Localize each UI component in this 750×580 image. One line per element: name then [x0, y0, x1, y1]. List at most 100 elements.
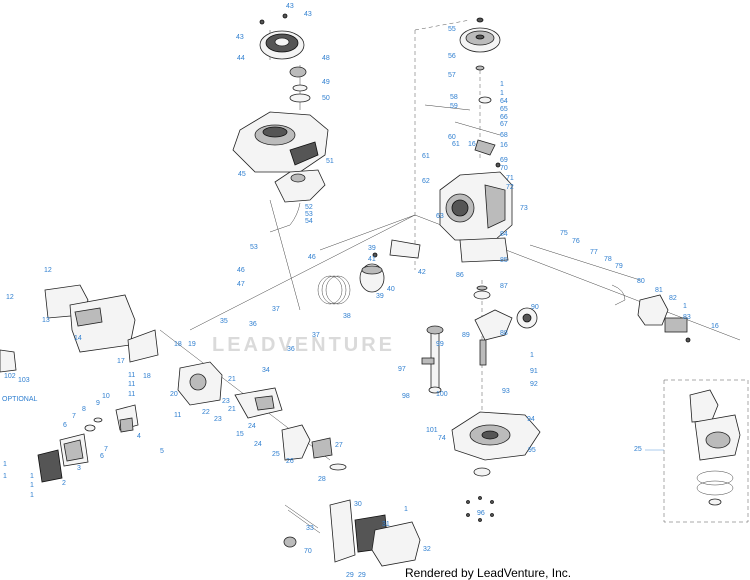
callout-29b: 29 — [358, 572, 366, 579]
callout-91: 91 — [530, 368, 538, 375]
callout-21b: 21 — [228, 406, 236, 413]
callout-25a: 25 — [272, 451, 280, 458]
throttle-control-rod — [529, 244, 691, 343]
callout-85: 85 — [500, 257, 508, 264]
callout-1h: 1 — [30, 482, 34, 489]
callout-72: 72 — [506, 184, 514, 191]
callout-100: 100 — [436, 391, 448, 398]
callout-1b: 1 — [500, 90, 504, 97]
callout-22: 22 — [202, 409, 210, 416]
callout-18a: 18 — [174, 341, 182, 348]
callout-50: 50 — [322, 95, 330, 102]
callout-49: 49 — [322, 79, 330, 86]
callout-43b: 43 — [304, 11, 312, 18]
callout-78: 78 — [604, 256, 612, 263]
callout-101: 101 — [426, 427, 438, 434]
callout-18b: 18 — [143, 373, 151, 380]
carburetor-detail-inset — [663, 379, 749, 523]
callout-16b: 16 — [500, 142, 508, 149]
callout-5: 5 — [160, 448, 164, 455]
callout-29a: 29 — [346, 572, 354, 579]
watermark: LEADVENTURE — [212, 334, 396, 356]
callout-87: 87 — [500, 283, 508, 290]
callout-75: 75 — [560, 230, 568, 237]
callout-47: 47 — [237, 281, 245, 288]
callout-37b: 37 — [312, 332, 320, 339]
callout-27: 27 — [335, 442, 343, 449]
callout-57: 57 — [448, 72, 456, 79]
callout-61a: 61 — [452, 141, 460, 148]
sump-bolts — [466, 496, 494, 522]
callout-48: 48 — [322, 55, 330, 62]
callout-64: 64 — [500, 98, 508, 105]
callout-37a: 37 — [272, 306, 280, 313]
callout-1a: 1 — [500, 81, 504, 88]
callout-63: 63 — [436, 213, 444, 220]
heat-shield — [127, 329, 159, 363]
callout-36a: 36 — [249, 321, 257, 328]
callout-16c: 16 — [711, 323, 719, 330]
optional-part — [0, 349, 17, 373]
callout-84: 84 — [500, 231, 508, 238]
callout-73: 73 — [520, 205, 528, 212]
callout-99: 99 — [436, 341, 444, 348]
callout-39b: 39 — [376, 293, 384, 300]
callout-11b: 11 — [128, 381, 135, 388]
callout-71: 71 — [506, 175, 514, 182]
callout-7a: 7 — [72, 413, 76, 420]
callout-46a: 46 — [237, 267, 245, 274]
callout-56: 56 — [448, 53, 456, 60]
valve-train — [84, 404, 139, 433]
muffler — [44, 284, 136, 353]
callout-12a: 12 — [44, 267, 52, 274]
callout-28: 28 — [318, 476, 326, 483]
callout-98: 98 — [402, 393, 410, 400]
callout-81: 81 — [655, 287, 663, 294]
callout-97: 97 — [398, 366, 406, 373]
carburetor — [281, 424, 347, 471]
callout-34: 34 — [262, 367, 270, 374]
callout-55: 55 — [448, 26, 456, 33]
callout-3: 3 — [77, 465, 81, 472]
callout-59: 59 — [450, 103, 458, 110]
callout-69: 69 — [500, 157, 508, 164]
callout-8: 8 — [82, 406, 86, 413]
callout-6b: 6 — [100, 453, 104, 460]
callout-42: 42 — [418, 269, 426, 276]
callout-61b: 61 — [422, 153, 430, 160]
callout-13: 13 — [42, 317, 50, 324]
callout-17: 17 — [117, 358, 125, 365]
callout-70: 70 — [500, 165, 508, 172]
callout-62: 62 — [422, 178, 430, 185]
callout-52: 52 — [305, 204, 313, 211]
callout-60: 60 — [448, 134, 456, 141]
callout-23a: 23 — [222, 398, 230, 405]
callout-80: 80 — [637, 278, 645, 285]
callout-90: 90 — [531, 304, 539, 311]
callout-1j: 1 — [404, 506, 408, 513]
callout-1c: 1 — [683, 303, 687, 310]
callout-77: 77 — [590, 249, 598, 256]
callout-40: 40 — [387, 286, 395, 293]
callout-25b: 25 — [634, 446, 642, 453]
callout-44: 44 — [237, 55, 245, 62]
camshaft — [421, 325, 444, 394]
callout-24a: 24 — [248, 423, 256, 430]
callout-38: 38 — [343, 313, 351, 320]
callout-58: 58 — [450, 94, 458, 101]
callout-19: 19 — [188, 341, 196, 348]
callout-53a: 53 — [305, 211, 313, 218]
callout-15: 15 — [236, 431, 244, 438]
callout-39a: 39 — [368, 245, 376, 252]
piston-assembly — [317, 239, 421, 305]
callout-88: 88 — [500, 330, 508, 337]
callout-1e: 1 — [3, 461, 7, 468]
callout-10: 10 — [102, 393, 110, 400]
callout-89: 89 — [462, 332, 470, 339]
callout-11c: 11 — [128, 391, 135, 398]
callout-24b: 24 — [254, 441, 262, 448]
callout-45: 45 — [238, 171, 246, 178]
engine-shroud — [232, 111, 329, 173]
callout-7b: 7 — [104, 446, 108, 453]
callout-11d: 11 — [174, 412, 181, 419]
